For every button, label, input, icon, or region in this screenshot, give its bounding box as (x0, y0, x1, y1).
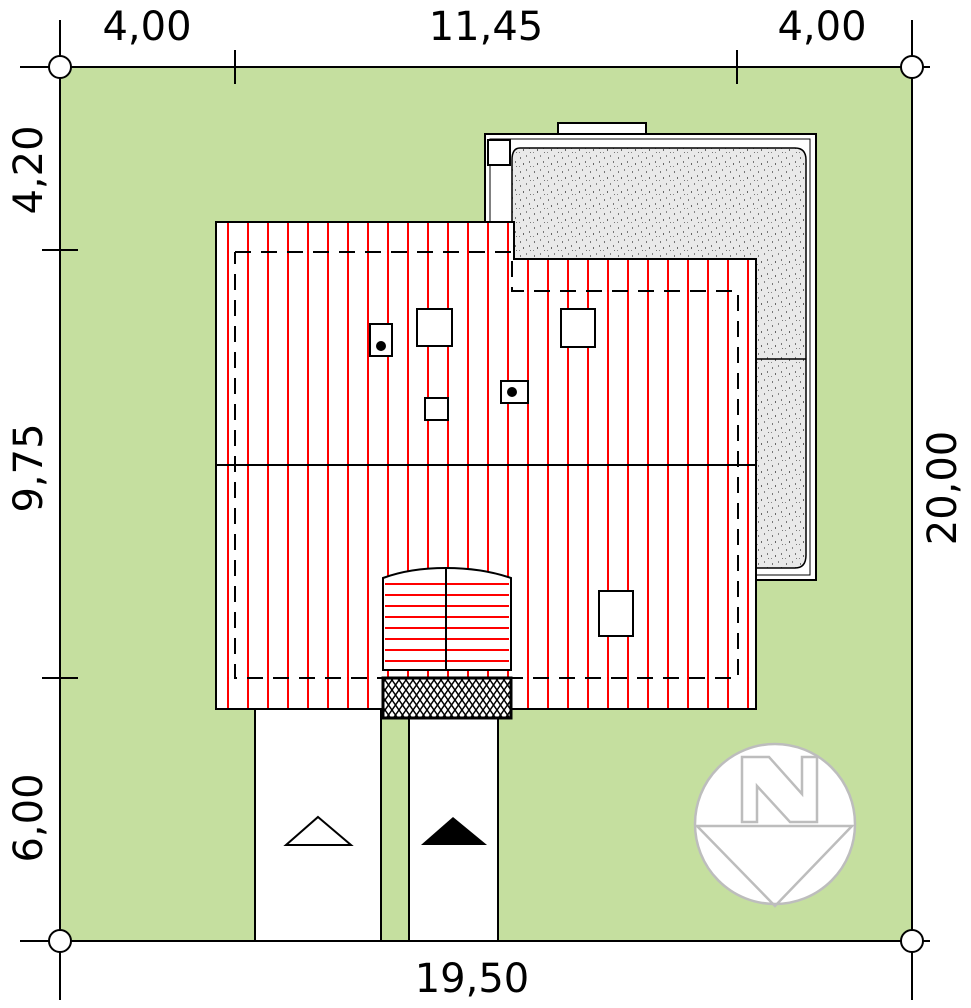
dim-right: 20,00 (920, 431, 966, 546)
dim-top-middle: 11,45 (429, 4, 544, 50)
dimension-lines (20, 20, 930, 1000)
roof-window (416, 308, 453, 347)
entrance-step (381, 676, 513, 720)
roof-window (598, 590, 634, 637)
north-arrow-icon (693, 742, 857, 908)
roof-vent (424, 397, 449, 421)
wall-dashed-line (234, 251, 739, 679)
dim-left-top: 4,20 (6, 125, 52, 214)
chimney-flue (507, 387, 517, 397)
dim-left-bottom: 6,00 (6, 773, 52, 862)
terrace-small-box (487, 139, 511, 166)
roof-outline-stroke (215, 221, 757, 710)
triangle-filled-icon (421, 817, 487, 845)
dim-top-right: 4,00 (777, 4, 866, 50)
chimney (369, 323, 393, 357)
chimney-flue (376, 341, 386, 351)
roof-window (560, 308, 596, 348)
dim-top-left: 4,00 (102, 4, 191, 50)
dim-left-middle: 9,75 (6, 423, 52, 512)
triangle-outline-icon (283, 815, 354, 846)
corner-markers (48, 55, 924, 953)
dim-bottom: 19,50 (415, 956, 530, 1002)
